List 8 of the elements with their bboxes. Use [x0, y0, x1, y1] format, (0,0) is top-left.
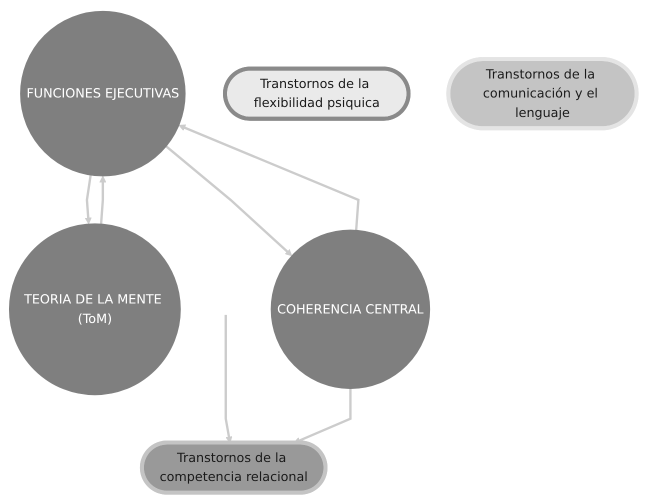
arrow	[178, 124, 360, 230]
node-circle: FUNCIONES EJECUTIVAS	[20, 10, 186, 176]
node-circle: COHERENCIA CENTRAL	[270, 230, 430, 389]
arrow	[99, 176, 106, 224]
arrow	[224, 314, 232, 444]
arrow	[84, 174, 92, 224]
arrow	[165, 145, 292, 256]
node-circle: TEORIA DE LA MENTE (ToM)	[8, 223, 181, 396]
